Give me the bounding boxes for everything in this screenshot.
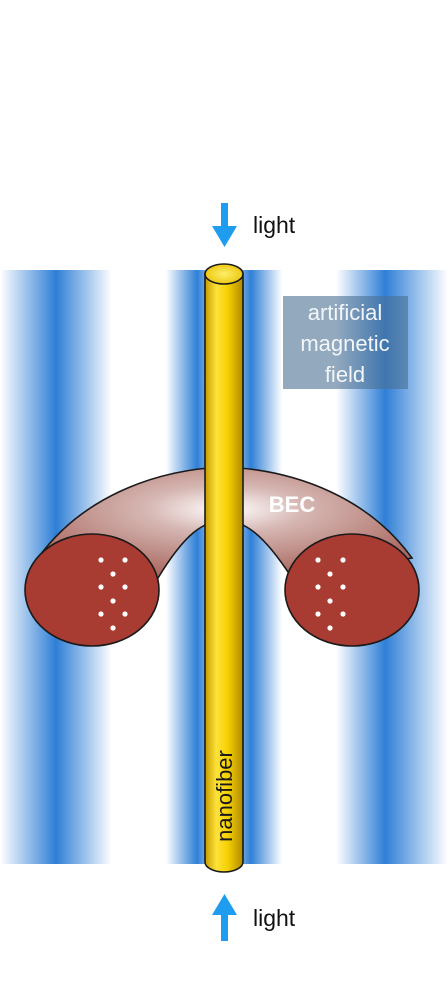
atom-dots-left <box>98 557 128 631</box>
atom-dots-right <box>315 557 346 631</box>
nanofiber-body <box>204 273 244 873</box>
bec-cross-section-left <box>24 533 160 647</box>
light-label-top: light <box>253 212 296 238</box>
light-label-bottom: light <box>253 905 296 931</box>
field-label-line2: magnetic <box>300 331 389 356</box>
field-label-box <box>283 296 408 389</box>
nanofiber-label: nanofiber <box>212 750 237 842</box>
down-arrow-icon <box>212 203 237 247</box>
up-arrow-icon <box>212 894 237 941</box>
bec-label: BEC <box>269 492 316 517</box>
bec-cross-section-right <box>284 533 420 647</box>
field-label-line1: artificial <box>308 300 383 325</box>
field-label-line3: field <box>325 362 365 387</box>
nanofiber-top <box>204 263 244 285</box>
